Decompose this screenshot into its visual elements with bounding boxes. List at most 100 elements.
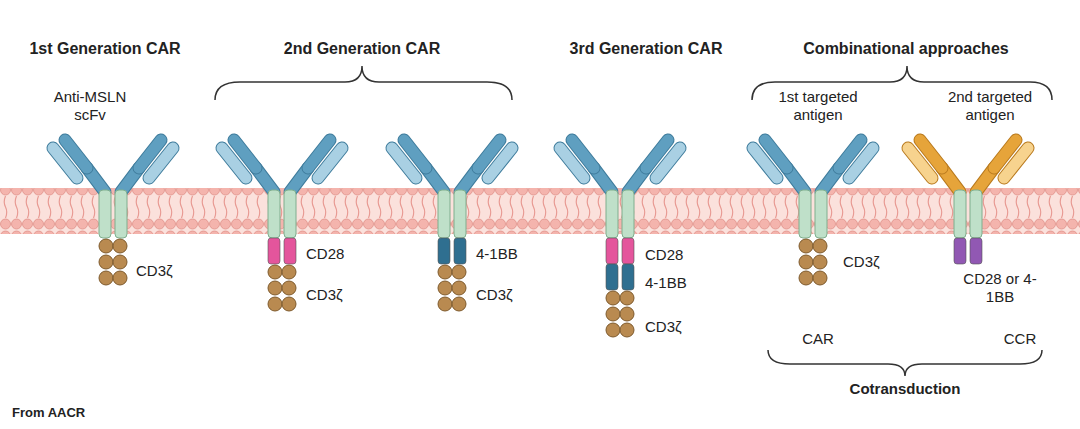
scfv-domain <box>1004 148 1028 178</box>
cd3-zeta-bead <box>813 239 827 253</box>
costim-domain <box>954 238 966 264</box>
scfv-domain <box>488 148 512 178</box>
costim-domain <box>454 238 466 264</box>
part-label: CCR <box>980 330 1060 348</box>
part-label: 2nd targeted antigen <box>935 88 1045 124</box>
scfv-domain <box>908 148 932 178</box>
part-label: 4-1BB <box>645 274 705 292</box>
costim-domain <box>268 238 280 264</box>
source-note: From AACR <box>12 404 152 422</box>
costim-domain <box>622 238 634 264</box>
cd3-zeta-bead <box>282 265 296 279</box>
part-label: CD28 <box>645 246 705 264</box>
costim-domain <box>438 238 450 264</box>
cd3-zeta-bead <box>99 239 113 253</box>
cd3-zeta-bead <box>268 297 282 311</box>
transmembrane-domain <box>284 190 296 238</box>
cd3-zeta-bead <box>606 323 620 337</box>
scfv-domain <box>560 148 584 178</box>
costim-domain <box>284 238 296 264</box>
cd3-zeta-bead <box>799 271 813 285</box>
scfv-domain <box>488 148 512 178</box>
cd3-zeta-bead <box>606 307 620 321</box>
scfv-domain <box>560 148 584 178</box>
transmembrane-domain <box>115 190 127 238</box>
costim-domain <box>606 264 618 290</box>
scfv-domain <box>53 148 77 178</box>
lipid-bilayer <box>0 188 1080 234</box>
cd3-zeta-bead <box>799 255 813 269</box>
transmembrane-domain <box>606 190 618 238</box>
part-label: CD28 <box>306 245 366 263</box>
part-label: CD3ζ <box>136 262 196 280</box>
part-label: CD3ζ <box>645 318 705 336</box>
cd3-zeta-bead <box>813 255 827 269</box>
column-heading: 3rd Generation CAR <box>546 40 746 58</box>
cd3-zeta-bead <box>99 255 113 269</box>
column-heading: 1st Generation CAR <box>5 40 205 58</box>
part-label: CD3ζ <box>306 286 366 304</box>
costim-domain <box>606 238 618 264</box>
cd3-zeta-bead <box>438 281 452 295</box>
cd3-zeta-bead <box>799 239 813 253</box>
membrane-ground <box>0 188 1080 234</box>
cd3-zeta-bead <box>606 291 620 305</box>
cd3-zeta-bead <box>438 265 452 279</box>
scfv-domain <box>318 148 342 178</box>
transmembrane-domain <box>970 190 982 238</box>
scfv-domain <box>392 148 416 178</box>
part-label: 1st targeted antigen <box>763 88 873 124</box>
transmembrane-domain <box>622 190 634 238</box>
column-heading: Combinational approaches <box>786 40 1026 58</box>
part-label: CD28 or 4-1BB <box>958 270 1042 306</box>
column-heading: 2nd Generation CAR <box>262 40 462 58</box>
scfv-domain <box>1004 148 1028 178</box>
scfv-domain <box>753 148 777 178</box>
cd3-zeta-bead <box>113 239 127 253</box>
transmembrane-domain <box>454 190 466 238</box>
scfv-domain <box>849 148 873 178</box>
cd3-zeta-bead <box>452 297 466 311</box>
cd3-zeta-bead <box>268 281 282 295</box>
cd3-zeta-bead <box>452 265 466 279</box>
scfv-domain <box>222 148 246 178</box>
transmembrane-domain <box>268 190 280 238</box>
transmembrane-domain <box>954 190 966 238</box>
scfv-domain <box>222 148 246 178</box>
costim-domain <box>970 238 982 264</box>
costim-domain <box>622 264 634 290</box>
transmembrane-domain <box>438 190 450 238</box>
scfv-domain <box>149 148 173 178</box>
cd3-zeta-bead <box>620 323 634 337</box>
cd3-zeta-bead <box>620 291 634 305</box>
transmembrane-domain <box>799 190 811 238</box>
part-label: Cotransduction <box>825 380 985 398</box>
scfv-domain <box>656 148 680 178</box>
part-label: 4-1BB <box>476 245 536 263</box>
cd3-zeta-bead <box>452 281 466 295</box>
part-label: CD3ζ <box>843 253 903 271</box>
transmembrane-domain <box>815 190 827 238</box>
scfv-domain <box>753 148 777 178</box>
scfv-domain <box>53 148 77 178</box>
scfv-domain <box>392 148 416 178</box>
scfv-domain <box>908 148 932 178</box>
scfv-domain <box>318 148 342 178</box>
cd3-zeta-bead <box>113 255 127 269</box>
transmembrane-domain <box>99 190 111 238</box>
cd3-zeta-bead <box>813 271 827 285</box>
cd3-zeta-bead <box>268 265 282 279</box>
cd3-zeta-bead <box>113 271 127 285</box>
group-brace <box>768 350 1042 376</box>
part-label: Anti-MSLN scFv <box>45 88 135 124</box>
cd3-zeta-bead <box>282 281 296 295</box>
cd3-zeta-bead <box>620 307 634 321</box>
cd3-zeta-bead <box>438 297 452 311</box>
scfv-domain <box>849 148 873 178</box>
part-label: CD3ζ <box>476 286 536 304</box>
part-label: CAR <box>778 330 858 348</box>
cd3-zeta-bead <box>282 297 296 311</box>
cd3-zeta-bead <box>99 271 113 285</box>
